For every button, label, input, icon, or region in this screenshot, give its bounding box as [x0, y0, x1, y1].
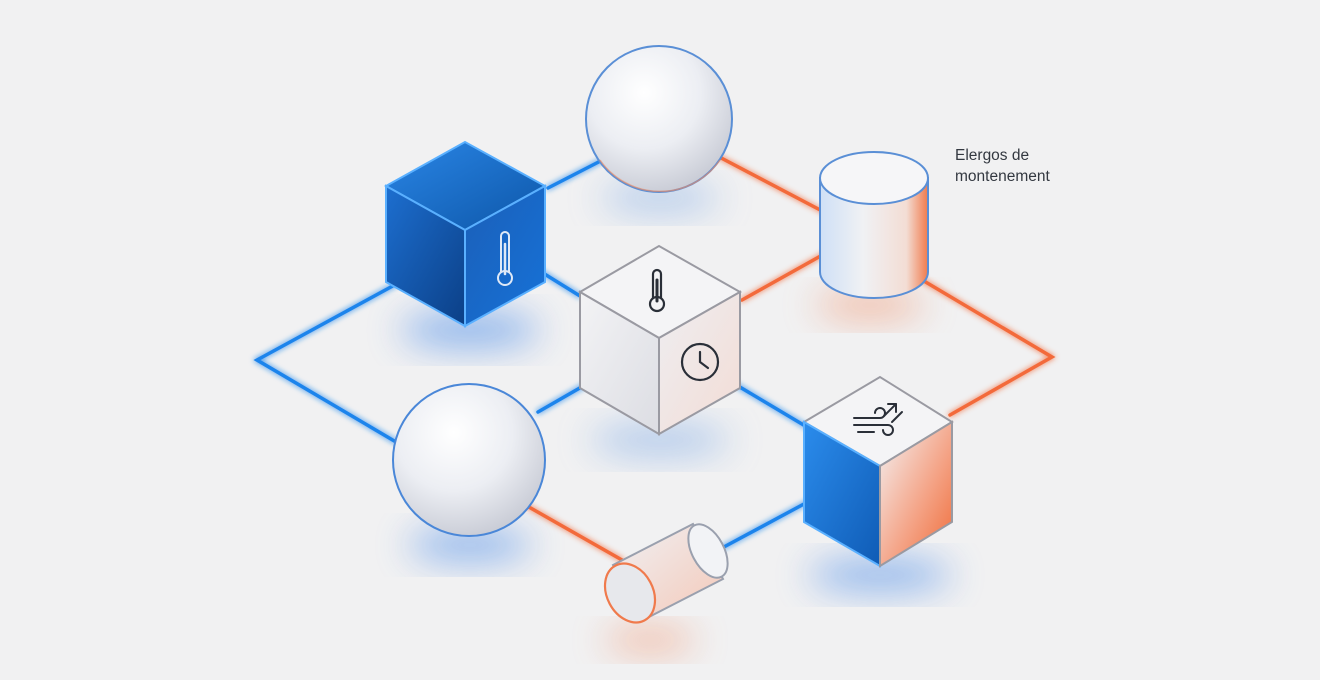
bottom-right-cube [802, 375, 954, 568]
orange-line-cylinder-to-br-cube [900, 266, 1056, 417]
annotation-line-2: montenement [955, 168, 1050, 185]
bottom-left-sphere [392, 383, 546, 537]
bottom-cylinder [603, 522, 729, 624]
annotation-line-1: Elergos de [955, 147, 1030, 164]
clock-icon [680, 342, 720, 382]
blue-line-center-to-br-cube [726, 378, 814, 432]
top-sphere [585, 45, 733, 193]
airflow-icon [853, 403, 903, 436]
top-right-cylinder [819, 151, 929, 299]
annotation-label: Elergos de montenement [955, 145, 1050, 187]
blue-line-left-loop [253, 280, 402, 444]
shadows [400, 184, 952, 652]
orange-line-top-sphere-to-cylinder [704, 148, 826, 214]
center-cube [578, 244, 743, 436]
thermometer-icon [648, 268, 666, 313]
thermometer-icon [497, 231, 513, 286]
blue-cube [383, 140, 548, 328]
